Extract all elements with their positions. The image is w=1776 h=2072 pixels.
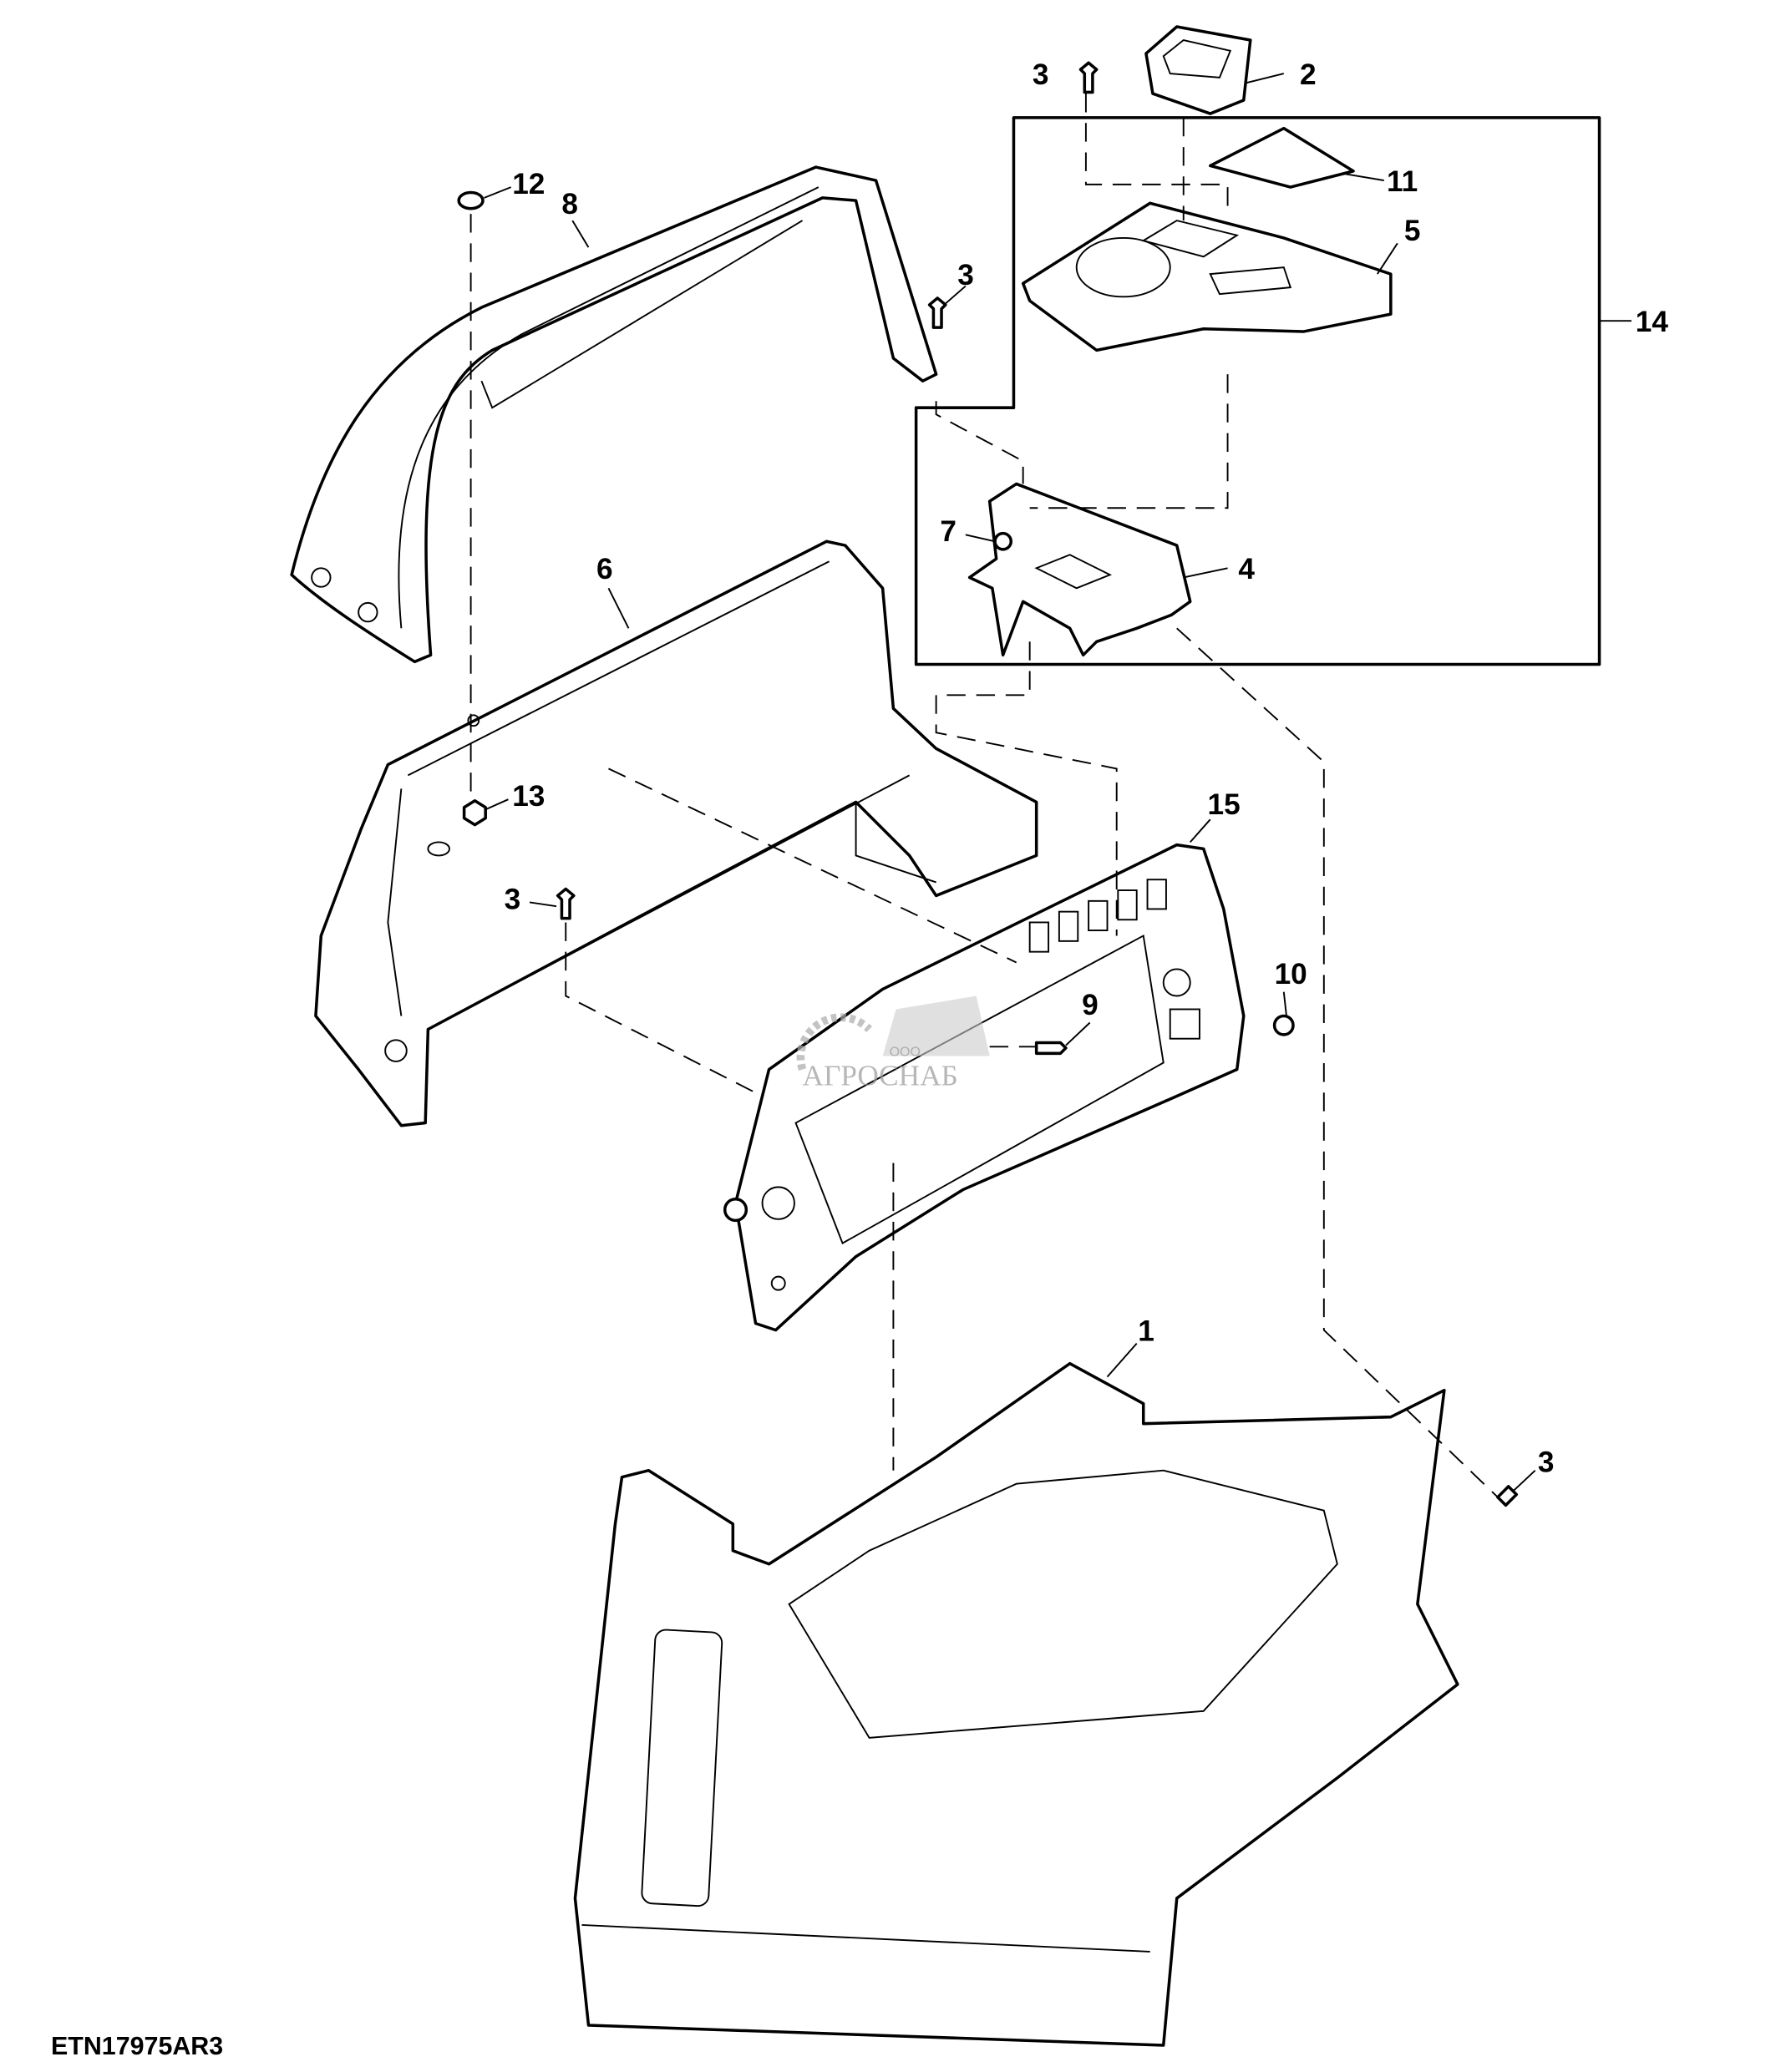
washer-7 (993, 531, 1013, 551)
callout-3: 3 (1033, 58, 1049, 91)
screw-3a (1078, 61, 1099, 94)
part-15-instrument-panel (723, 843, 1246, 1332)
part-1-lower-panel (573, 1361, 1459, 2047)
part-6-frame (314, 540, 1038, 1127)
callout-1: 1 (1138, 1315, 1154, 1347)
part-2-switch (1144, 25, 1252, 115)
bolt-12 (457, 190, 485, 210)
callout-13: 13 (512, 780, 545, 813)
callout-6: 6 (596, 553, 613, 585)
part-5-console (1021, 201, 1393, 352)
bolt-10 (1272, 1014, 1295, 1036)
callout-12: 12 (512, 168, 545, 200)
assembly-box-14 (914, 116, 1601, 666)
screw-3c (556, 887, 576, 920)
callout-2: 2 (1300, 58, 1317, 91)
callout-9: 9 (1082, 989, 1099, 1021)
callout-11: 11 (1387, 165, 1418, 198)
part-11-plate (1208, 126, 1355, 189)
fasteners (457, 61, 1519, 1507)
screw-3d (1496, 1485, 1519, 1507)
callout-10: 10 (1275, 958, 1307, 990)
watermark-prefix: ООО (890, 1046, 921, 1060)
callout-15: 15 (1208, 788, 1241, 821)
watermark-brand: АГРОСНАБ (803, 1060, 958, 1092)
part-4-bracket (967, 482, 1192, 657)
callout-3: 3 (957, 259, 974, 291)
callout-3: 3 (505, 883, 521, 915)
callout-4: 4 (1238, 553, 1255, 585)
nut-13 (462, 799, 487, 827)
callout-8: 8 (561, 188, 578, 220)
screw-3b (927, 296, 947, 329)
callout-7: 7 (940, 515, 957, 548)
leader-lines (484, 73, 1631, 1492)
callouts: 3 2 11 5 14 12 8 3 7 4 6 13 15 3 10 9 1 … (505, 58, 1669, 1478)
part-8-arch-trim (290, 165, 938, 664)
watermark-logo: ООО АГРОСНАБ (796, 995, 990, 1092)
screw-9 (1034, 1041, 1068, 1056)
figure-id: ETN17975AR3 (51, 2032, 223, 2060)
callout-3: 3 (1538, 1446, 1555, 1478)
callout-5: 5 (1404, 215, 1421, 247)
alignment-lines (469, 94, 1499, 1498)
callout-14: 14 (1636, 306, 1669, 338)
